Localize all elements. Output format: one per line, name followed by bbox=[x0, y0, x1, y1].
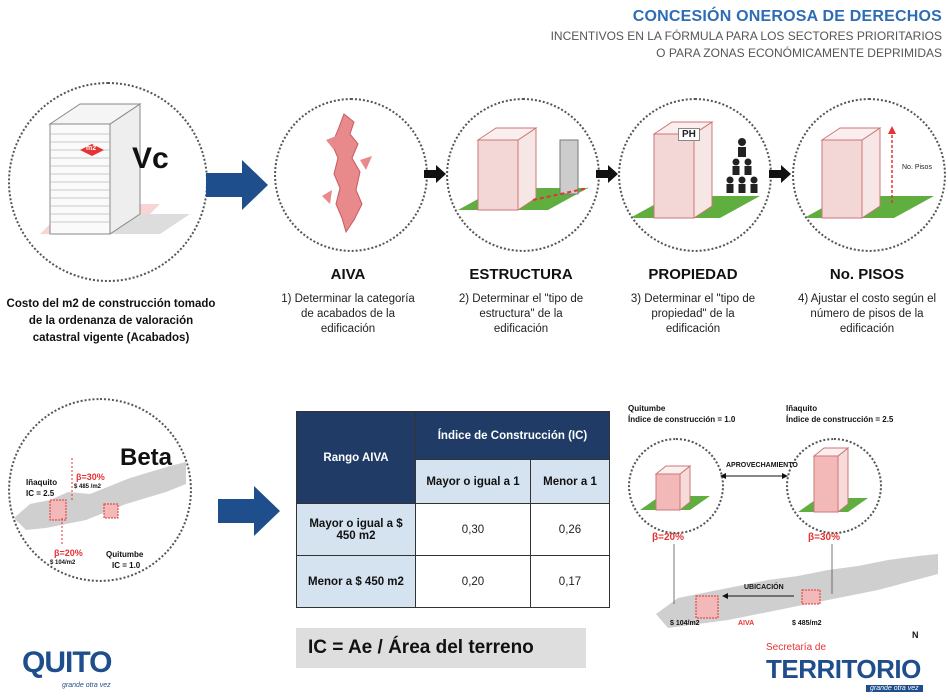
map-ubicacion: UBICACIÓN bbox=[744, 584, 784, 591]
map-price-right: $ 485/m2 bbox=[792, 620, 822, 627]
estructura-circle bbox=[446, 98, 600, 252]
pisos-tag: No. Pisos bbox=[902, 164, 932, 171]
page-header: CONCESIÓN ONEROSA DE DERECHOS INCENTIVOS… bbox=[551, 8, 942, 60]
beta-quitumbe-name: Quitumbe bbox=[106, 550, 144, 559]
step-desc-aiva: 1) Determinar la categoría de acabados d… bbox=[281, 293, 415, 335]
map-inaquito-circle bbox=[786, 438, 882, 534]
beta-quitumbe-value: β=20% bbox=[54, 548, 83, 558]
table-head-range: Rango AIVA bbox=[296, 411, 416, 504]
table-head-ic: Índice de Construcción (IC) bbox=[415, 411, 610, 460]
beta-quitumbe-ic: IC = 1.0 bbox=[112, 561, 141, 570]
beta-inaquito-value: β=30% bbox=[76, 472, 105, 482]
territorio-logo-tagline: grande otra vez bbox=[866, 685, 923, 692]
beta-quitumbe-price: $ 104/m2 bbox=[50, 560, 76, 566]
beta-inaquito-name: Iñaquito bbox=[26, 478, 58, 487]
propiedad-building-icon bbox=[630, 121, 760, 219]
quito-logo-tagline: grande otra vez bbox=[62, 682, 111, 689]
arrow-right-icon bbox=[218, 486, 280, 536]
table-subhead-2: Menor a 1 bbox=[530, 459, 610, 504]
territorio-logo-secretaria: Secretaría de bbox=[766, 642, 827, 653]
map-quitumbe-ic: Índice de construcción = 1.0 bbox=[628, 415, 736, 424]
table-cell: 0,30 bbox=[415, 503, 531, 556]
step-title-propiedad: PROPIEDAD bbox=[648, 266, 738, 283]
quito-logo: QUITO grande otra vez bbox=[22, 646, 132, 696]
step-desc-propiedad: 3) Determinar el "tipo de propiedad" de … bbox=[630, 293, 756, 335]
step-desc-pisos: 4) Ajustar el costo según el número de p… bbox=[797, 293, 937, 335]
pisos-circle: No. Pisos bbox=[792, 98, 946, 252]
double-arrow-icon bbox=[720, 473, 788, 479]
map-beta-left: β=20% bbox=[652, 532, 684, 543]
ph-tag: PH bbox=[678, 128, 700, 141]
map-aprovechamiento: APROVECHAMIENTO bbox=[726, 462, 798, 469]
ic-formula: IC = Ae / Área del terreno bbox=[296, 628, 586, 668]
step-title-aiva: AIVA bbox=[330, 266, 366, 283]
step-desc-estructura: 2) Determinar el "tipo de estructura" de… bbox=[458, 293, 584, 335]
table-subhead-1: Mayor o igual a 1 bbox=[415, 459, 531, 504]
map-quitumbe-circle bbox=[628, 438, 724, 534]
aiva-map-icon bbox=[322, 113, 372, 234]
ic-table: Rango AIVA Índice de Construcción (IC) M… bbox=[296, 411, 610, 608]
quito-logo-text: QUITO bbox=[22, 646, 112, 679]
vc-description: Costo del m2 de construcción tomado de l… bbox=[6, 298, 216, 344]
step-title-estructura: ESTRUCTURA bbox=[469, 266, 573, 283]
table-row-label: Menor a $ 450 m2 bbox=[296, 555, 416, 608]
territorio-logo: Secretaría de TERRITORIO grande otra vez bbox=[766, 642, 942, 698]
table-row: Menor a $ 450 m2 0,20 0,17 bbox=[296, 555, 610, 608]
beta-circle: Beta Iñaquito IC = 2.5 β=30% $ 485 /m2 β… bbox=[8, 398, 192, 582]
map-quitumbe-label: Quitumbe bbox=[628, 404, 666, 413]
vc-label: Vc bbox=[132, 142, 169, 175]
map-aiva: AIVA bbox=[738, 620, 755, 627]
table-cell: 0,20 bbox=[415, 555, 531, 608]
table-row: Mayor o igual a $ 450 m2 0,30 0,26 bbox=[296, 503, 610, 556]
propiedad-circle: PH bbox=[618, 98, 772, 252]
table-row-label: Mayor o igual a $ 450 m2 bbox=[296, 503, 416, 556]
arrow-small-icon bbox=[769, 165, 791, 183]
vc-circle: m2 Vc bbox=[8, 82, 208, 282]
beta-inaquito-ic: IC = 2.5 bbox=[26, 489, 55, 498]
step-title-pisos: No. PISOS bbox=[829, 266, 905, 283]
vc-building-illustration bbox=[40, 103, 190, 235]
vc-m2-tag: m2 bbox=[86, 145, 97, 152]
table-cell: 0,26 bbox=[530, 503, 610, 556]
map-panel: Quitumbe Índice de construcción = 1.0 Iñ… bbox=[622, 400, 944, 640]
arrow-small-icon bbox=[424, 165, 446, 183]
arrow-small-icon bbox=[596, 165, 618, 183]
map-beta-right: β=30% bbox=[808, 532, 840, 543]
aiva-circle bbox=[274, 98, 428, 252]
arrow-right-icon bbox=[206, 160, 268, 210]
table-cell: 0,17 bbox=[530, 555, 610, 608]
quito-map-illustration bbox=[656, 544, 938, 628]
estructura-building-icon bbox=[458, 127, 589, 211]
map-inaquito-ic: Índice de construcción = 2.5 bbox=[786, 415, 894, 424]
map-inaquito-label: Iñaquito bbox=[786, 404, 818, 413]
beta-inaquito-price: $ 485 /m2 bbox=[74, 484, 102, 490]
pisos-building-icon bbox=[804, 126, 934, 219]
page-title: CONCESIÓN ONEROSA DE DERECHOS bbox=[632, 8, 942, 25]
beta-map-illustration bbox=[14, 458, 186, 544]
map-price-left: $ 104/m2 bbox=[670, 620, 700, 627]
north-icon: N bbox=[912, 630, 919, 640]
page-subtitle-line1: INCENTIVOS EN LA FÓRMULA PARA LOS SECTOR… bbox=[550, 29, 942, 43]
page-subtitle-line2: O PARA ZONAS ECONÓMICAMENTE DEPRIMIDAS bbox=[656, 46, 942, 60]
beta-label: Beta bbox=[120, 444, 173, 471]
territorio-logo-text: TERRITORIO bbox=[766, 654, 921, 684]
